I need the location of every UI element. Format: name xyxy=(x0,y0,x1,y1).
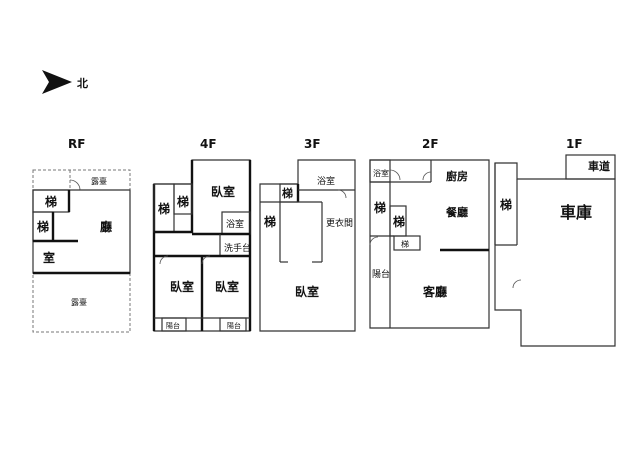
1f-driveway-label: 車道 xyxy=(588,159,610,173)
4f-bedroom-right-label: 臥室 xyxy=(215,279,239,294)
floor-4f: 4F 梯 梯 臥室 浴室 洗手台 臥室 臥室 陽台 陽台 xyxy=(152,137,252,332)
4f-washbasin-label: 洗手台 xyxy=(224,242,251,254)
4f-stair2-label: 梯 xyxy=(177,194,189,209)
2f-balcony-label: 陽台 xyxy=(372,268,390,280)
rf-stair1-label: 梯 xyxy=(45,194,57,209)
4f-stair1-label: 梯 xyxy=(158,201,170,216)
2f-stair3-label: 梯 xyxy=(401,239,409,249)
2f-stair3-box xyxy=(393,235,421,251)
2f-dining-label: 餐廳 xyxy=(445,205,468,219)
2f-living-label: 客廳 xyxy=(422,284,447,299)
2f-outline xyxy=(369,159,490,329)
floor-3f-label: 3F xyxy=(304,137,321,151)
rf-terrace-bottom-label: 露臺 xyxy=(71,297,87,307)
3f-bath-label: 浴室 xyxy=(317,175,335,187)
rf-terrace-top-label: 露臺 xyxy=(91,176,107,186)
1f-garage-label: 車庫 xyxy=(560,203,592,222)
north-arrow-icon xyxy=(42,70,72,94)
rf-room-label: 室 xyxy=(43,250,55,265)
4f-balcony-left-box xyxy=(161,317,187,332)
4f-bedroom-top-label: 臥室 xyxy=(211,184,235,199)
floor-4f-label: 4F xyxy=(200,137,217,151)
2f-bath-label: 浴室 xyxy=(373,168,389,178)
2f-stair2-label: 梯 xyxy=(393,214,405,229)
2f-kitchen-label: 廚房 xyxy=(446,169,468,183)
4f-bath-label: 浴室 xyxy=(226,218,244,230)
floor-rf-label: RF xyxy=(68,137,85,151)
rf-hall-label: 廳 xyxy=(100,219,112,234)
floor-1f-label: 1F xyxy=(566,137,583,151)
4f-bedroom-left-label: 臥室 xyxy=(170,279,194,294)
3f-stair1-label: 梯 xyxy=(282,186,293,200)
rf-stair2-label: 梯 xyxy=(37,219,49,234)
north-label: 北 xyxy=(77,76,88,90)
1f-outline xyxy=(494,162,616,347)
3f-stair2-label: 梯 xyxy=(264,214,276,229)
floor-2f: 2F 浴室 廚房 梯 梯 餐廳 梯 陽台 客廳 xyxy=(369,137,490,329)
4f-balcony-right-box xyxy=(219,317,247,332)
4f-balcony-right-label: 陽台 xyxy=(227,321,241,330)
floor-2f-label: 2F xyxy=(422,137,439,151)
floor-rf: RF 梯 梯 廳 室 露臺 露臺 xyxy=(32,137,131,333)
floor-3f: 3F 浴室 梯 梯 更衣間 臥室 xyxy=(259,137,356,332)
3f-outline xyxy=(259,159,356,332)
3f-closet-label: 更衣間 xyxy=(326,217,353,229)
4f-balcony-left-label: 陽台 xyxy=(166,321,180,330)
1f-stair-label: 梯 xyxy=(500,197,512,212)
4f-stair2-box xyxy=(173,183,193,215)
3f-bedroom-label: 臥室 xyxy=(295,284,319,299)
floor-1f: 1F 車道 梯 車庫 xyxy=(494,137,616,347)
compass: 北 xyxy=(42,70,88,94)
2f-stair1-label: 梯 xyxy=(374,200,386,215)
